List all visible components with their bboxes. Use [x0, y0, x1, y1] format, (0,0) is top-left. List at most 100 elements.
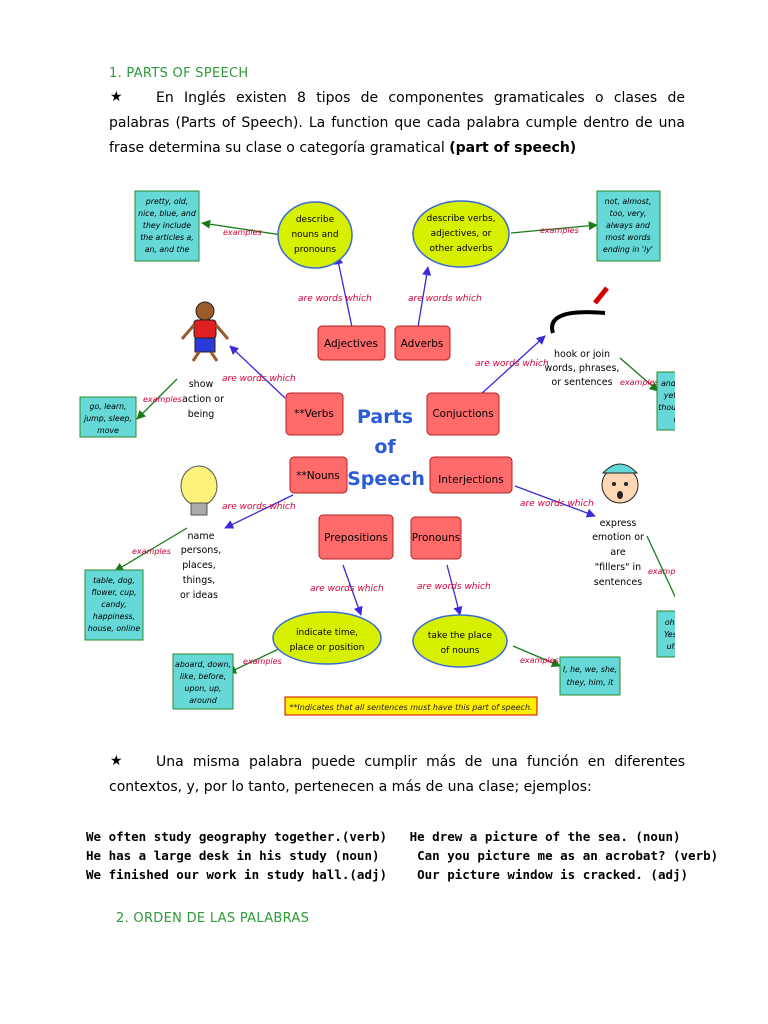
- arrow-pronouns: [446, 564, 463, 616]
- desc-interjections: express emotion or are "fillers" in sent…: [592, 518, 644, 588]
- svg-text:like, before,: like, before,: [180, 672, 226, 681]
- example-line: He has a large desk in his study (noun) …: [86, 848, 719, 863]
- part-pronouns: Pronouns: [410, 516, 462, 560]
- svg-text:Interjections: Interjections: [438, 474, 503, 486]
- svg-text:Conjuctions: Conjuctions: [432, 408, 493, 420]
- examples-nouns: table, dog, flower, cup, candy, happines…: [84, 569, 144, 641]
- svg-text:candy,: candy,: [101, 600, 126, 609]
- svg-text:or sentences: or sentences: [551, 377, 612, 388]
- examples-arrows: [114, 219, 675, 674]
- part-conjunctions: Conjuctions: [426, 392, 500, 436]
- part-boxes: Adjectives Adverbs **Verbs Conjuctions *…: [285, 325, 513, 560]
- svg-text:happiness,: happiness,: [93, 612, 135, 621]
- parts-of-speech-diagram: are words which are words which are word…: [79, 190, 675, 716]
- svg-text:aboard, down,: aboard, down,: [175, 660, 231, 669]
- descriptions: show action or being name persons, place…: [180, 349, 644, 601]
- svg-text:describe: describe: [296, 215, 335, 225]
- svg-text:oh!, Wow!,: oh!, Wow!,: [665, 618, 675, 627]
- svg-text:express: express: [600, 518, 637, 529]
- svg-text:uh!, Help!: uh!, Help!: [667, 642, 675, 651]
- svg-text:other adverbs: other adverbs: [429, 244, 492, 254]
- svg-text:**Indicates that all sentences: **Indicates that all sentences must have…: [289, 703, 532, 712]
- svg-text:things,: things,: [183, 575, 215, 586]
- svg-text:**Verbs: **Verbs: [294, 408, 334, 420]
- examples-prepositions: aboard, down, like, before, upon, up, ar…: [172, 653, 234, 710]
- svg-text:an, and the: an, and the: [145, 245, 190, 254]
- svg-text:they include: they include: [143, 221, 191, 230]
- svg-text:yet, or, nor,: yet, or, nor,: [663, 391, 675, 400]
- svg-text:Prepositions: Prepositions: [324, 532, 388, 544]
- label-pronouns: are words which: [417, 582, 491, 592]
- svg-text:pronouns: pronouns: [294, 245, 336, 255]
- oval-prepositions: indicate time, place or position: [272, 611, 382, 665]
- ex-label-adjectives: examples: [223, 228, 262, 237]
- label-prepositions: are words which: [310, 584, 384, 594]
- arrow-ex-adverbs: [510, 221, 598, 234]
- ex-label-nouns: examples: [132, 547, 171, 556]
- svg-text:places,: places,: [182, 560, 216, 571]
- desc-nouns: name persons, places, things, or ideas: [180, 531, 221, 601]
- arrow-verbs: [229, 345, 286, 399]
- examples-verbs: go, learn, jump, sleep, move: [79, 396, 137, 438]
- svg-text:or ideas: or ideas: [180, 590, 218, 601]
- svg-text:**Nouns: **Nouns: [296, 470, 340, 482]
- svg-text:always and: always and: [606, 221, 650, 230]
- svg-text:words, phrases,: words, phrases,: [545, 363, 620, 374]
- svg-text:they, him, it: they, him, it: [567, 678, 615, 687]
- examples-labels: examples examples examples examples exam…: [132, 226, 675, 666]
- examples-pronouns: I, he, we, she, they, him, it: [559, 656, 621, 696]
- arrow-nouns: [224, 494, 294, 529]
- svg-text:pretty, old,: pretty, old,: [145, 197, 188, 206]
- second-paragraph: Una misma palabra puede cumplir más de u…: [109, 754, 685, 795]
- svg-text:Yes!, uh-o!,: Yes!, uh-o!,: [664, 630, 675, 639]
- ex-label-adverbs: examples: [540, 226, 579, 235]
- svg-text:persons,: persons,: [181, 545, 222, 556]
- svg-text:upon, up,: upon, up,: [185, 684, 222, 693]
- arrow-ex-pronouns: [512, 645, 561, 667]
- label-verbs: are words which: [222, 374, 296, 384]
- arrow-adverbs: [417, 266, 432, 328]
- examples-interjections: oh!, Wow!, Yes!, uh-o!, uh!, Help!: [656, 610, 675, 658]
- examples-conjunctions: and, but, for, yet, or, nor, though, sin…: [656, 371, 675, 431]
- ex-label-prepositions: examples: [243, 657, 282, 666]
- desc-conjunctions: hook or join words, phrases, or sentence…: [545, 349, 620, 388]
- svg-text:around: around: [189, 696, 217, 705]
- desc-verbs: show action or being: [182, 379, 224, 420]
- svg-text:go, learn,: go, learn,: [89, 402, 126, 411]
- svg-text:house, online: house, online: [88, 624, 140, 633]
- intro-bold-text: (part of speech): [449, 140, 577, 156]
- section-heading-parts-of-speech: 1. PARTS OF SPEECH: [109, 66, 249, 81]
- svg-text:describe verbs,: describe verbs,: [426, 214, 495, 224]
- description-ovals: describe nouns and pronouns describe ver…: [272, 200, 510, 668]
- arrow-ex-adjectives: [201, 219, 283, 236]
- label-adverbs: are words which: [408, 294, 482, 304]
- svg-text:move: move: [97, 426, 119, 435]
- arrow-prepositions: [342, 564, 363, 616]
- svg-text:being: being: [188, 409, 215, 420]
- svg-text:action or: action or: [182, 394, 224, 405]
- part-adjectives: Adjectives: [317, 325, 386, 361]
- arrow-ex-verbs: [136, 378, 178, 420]
- svg-text:I, he, we, she,: I, he, we, she,: [563, 665, 617, 674]
- arrow-ex-nouns: [114, 527, 188, 572]
- person-icon: [180, 301, 230, 362]
- svg-text:Pronouns: Pronouns: [412, 532, 461, 544]
- svg-text:show: show: [189, 379, 214, 390]
- hook-icon: [550, 286, 609, 334]
- svg-text:hook or join: hook or join: [554, 349, 610, 360]
- face-icon: [601, 463, 639, 504]
- svg-text:flower, cup,: flower, cup,: [91, 588, 136, 597]
- center-parts: Parts: [357, 406, 413, 428]
- arrow-conjunctions: [479, 335, 546, 396]
- arrow-ex-prepositions: [227, 645, 286, 674]
- bullet-star-icon: ★: [110, 89, 123, 105]
- svg-text:are: are: [610, 547, 626, 558]
- ex-label-verbs: examples: [143, 395, 182, 404]
- arrow-ex-interjections: [646, 535, 675, 598]
- part-nouns: **Nouns: [289, 456, 348, 494]
- svg-text:table, dog,: table, dog,: [93, 576, 135, 585]
- oval-pronouns: take the place of nouns: [412, 614, 508, 668]
- svg-text:emotion or: emotion or: [592, 532, 644, 543]
- svg-text:adjectives, or: adjectives, or: [431, 229, 492, 239]
- arrow-ex-conjunctions: [619, 357, 659, 392]
